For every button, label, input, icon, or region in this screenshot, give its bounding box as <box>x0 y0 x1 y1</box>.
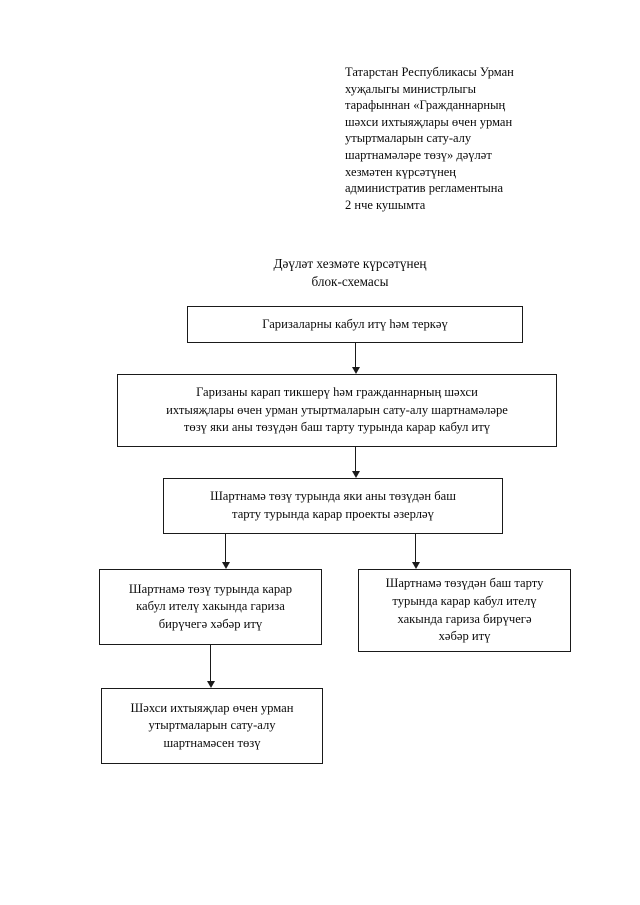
flowchart-node-notify-approval: Шартнамә төзү турында карар кабул ителү … <box>99 569 322 645</box>
flowchart-node-notify-refusal: Шартнамә төзүдән баш тарту турында карар… <box>358 569 571 652</box>
connector-line <box>210 645 211 681</box>
arrow-head-icon <box>411 562 420 569</box>
arrow-head-icon <box>221 562 230 569</box>
header-note: Татарстан Республикасы Урман хуҗалыгы ми… <box>345 65 514 212</box>
arrow-head-icon <box>351 471 360 478</box>
connector-line <box>355 447 356 471</box>
connector-line <box>355 343 356 367</box>
flowchart-node-conclude-contract: Шәхси ихтыяҗлар өчен урман утыртмаларын … <box>101 688 323 764</box>
connector-line <box>415 534 416 562</box>
arrow-head-icon <box>206 681 215 688</box>
flowchart-node-prepare-decision-draft: Шартнамә төзү турында яки аны төзүдән ба… <box>163 478 503 534</box>
flowchart-node-receive-applications: Гаризаларны кабул итү һәм теркәү <box>187 306 523 343</box>
connector-line <box>225 534 226 562</box>
flowchart-node-review-application: Гаризаны карап тикшерү һәм гражданнарның… <box>117 374 557 447</box>
flowchart-title: Дәүләт хезмәте күрсәтүнең блок-схемасы <box>273 256 427 289</box>
arrow-head-icon <box>351 367 360 374</box>
